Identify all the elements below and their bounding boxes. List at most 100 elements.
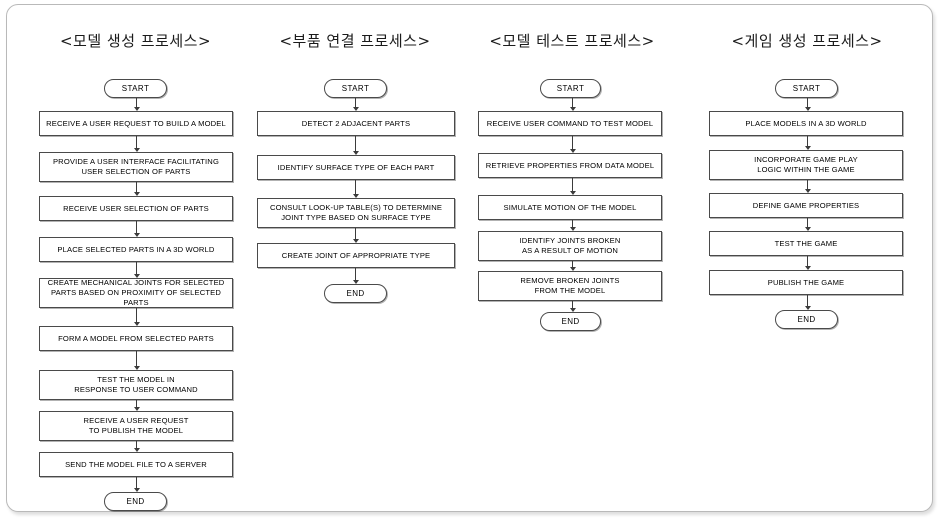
flow-column-model-creation-process: <모델 생성 프로세스> START RECEIVE A USER REQUEST …	[20, 5, 251, 511]
arrowhead-icon	[804, 227, 811, 231]
node-label: FORM A MODEL FROM SELECTED PARTS	[58, 333, 214, 343]
node-label: IDENTIFY SURFACE TYPE OF EACH PART	[277, 162, 435, 172]
arrowhead-icon	[133, 488, 140, 492]
process-step: RECEIVE A USER REQUEST TO BUILD A MODEL	[39, 111, 233, 136]
process-step: PUBLISH THE GAME	[709, 270, 903, 295]
flow-connector	[136, 98, 137, 108]
arrowhead-icon	[569, 227, 576, 231]
flowchart-columns: <모델 생성 프로세스> START RECEIVE A USER REQUEST …	[7, 5, 932, 511]
arrowhead-icon	[804, 266, 811, 270]
flow-connector	[355, 136, 356, 152]
process-step: PLACE MODELS IN A 3D WORLD	[709, 111, 903, 136]
arrowhead-icon	[569, 308, 576, 312]
flow-connector	[807, 98, 808, 108]
flow-connector	[136, 477, 137, 489]
arrowhead-icon	[569, 149, 576, 153]
flow-connector	[572, 136, 573, 150]
node-label: CREATE JOINT OF APPROPRIATE TYPE	[281, 250, 431, 260]
arrowhead-icon	[352, 239, 359, 243]
process-step: RECEIVE USER SELECTION OF PARTS	[39, 196, 233, 221]
process-step: IDENTIFY SURFACE TYPE OF EACH PART	[257, 155, 455, 180]
start-terminator: START	[540, 79, 601, 98]
node-label: TEST THE GAME	[774, 238, 838, 248]
node-label: SIMULATE MOTION OF THE MODEL	[503, 202, 637, 212]
start-terminator: START	[324, 79, 387, 98]
arrowhead-icon	[804, 189, 811, 193]
node-label: START	[121, 84, 150, 93]
node-label: START	[556, 84, 585, 93]
flow-connector	[136, 400, 137, 408]
process-step: PLACE SELECTED PARTS IN A 3D WORLD	[39, 237, 233, 262]
end-terminator: END	[324, 284, 387, 303]
flow-connector	[807, 180, 808, 190]
arrowhead-icon	[133, 322, 140, 326]
arrowhead-icon	[133, 192, 140, 196]
process-step: FORM A MODEL FROM SELECTED PARTS	[39, 326, 233, 351]
arrowhead-icon	[133, 107, 140, 111]
flow-connector	[136, 351, 137, 367]
flow-connector	[136, 308, 137, 323]
arrowhead-icon	[352, 194, 359, 198]
node-label: DEFINE GAME PROPERTIES	[752, 200, 860, 210]
arrowhead-icon	[133, 407, 140, 411]
end-terminator: END	[540, 312, 601, 331]
arrowhead-icon	[804, 146, 811, 150]
arrowhead-icon	[133, 448, 140, 452]
flow-connector	[807, 218, 808, 228]
start-terminator: START	[104, 79, 167, 98]
arrowhead-icon	[133, 233, 140, 237]
arrowhead-icon	[804, 107, 811, 111]
process-step: DEFINE GAME PROPERTIES	[709, 193, 903, 218]
arrowhead-icon	[569, 267, 576, 271]
node-label: SEND THE MODEL FILE TO A SERVER	[65, 459, 207, 469]
flow-connector	[136, 182, 137, 193]
node-label: RECEIVE USER COMMAND TO TEST MODEL	[486, 118, 654, 128]
flow-connector	[572, 98, 573, 108]
flow-connector	[136, 136, 137, 149]
flow-connector	[572, 261, 573, 268]
process-step: RECEIVE USER COMMAND TO TEST MODEL	[478, 111, 662, 136]
flow-connector	[355, 98, 356, 108]
arrowhead-icon	[352, 151, 359, 155]
arrowhead-icon	[804, 306, 811, 310]
arrowhead-icon	[352, 280, 359, 284]
node-label: RETRIEVE PROPERTIES FROM DATA MODEL	[485, 160, 655, 170]
flow-connector	[355, 180, 356, 195]
column-title: <부품 연결 프로세스>	[279, 32, 431, 50]
flow-connector	[807, 295, 808, 307]
arrowhead-icon	[569, 191, 576, 195]
flow-connector	[136, 262, 137, 275]
diagram-frame: <모델 생성 프로세스> START RECEIVE A USER REQUEST …	[6, 4, 933, 512]
node-label: START	[792, 84, 821, 93]
node-label: PLACE MODELS IN A 3D WORLD	[745, 118, 867, 128]
node-label: RECEIVE A USER REQUEST TO BUILD A MODEL	[46, 118, 226, 128]
start-terminator: START	[775, 79, 838, 98]
end-terminator: END	[104, 492, 167, 511]
arrowhead-icon	[133, 148, 140, 152]
process-step: RETRIEVE PROPERTIES FROM DATA MODEL	[478, 153, 662, 178]
flow-connector	[572, 301, 573, 309]
end-terminator: END	[775, 310, 838, 329]
arrowhead-icon	[133, 366, 140, 370]
flow-connector	[572, 178, 573, 192]
arrowhead-icon	[133, 274, 140, 278]
column-title: <모델 생성 프로세스>	[59, 32, 212, 50]
arrowhead-icon	[569, 107, 576, 111]
node-label: RECEIVE USER SELECTION OF PARTS	[63, 203, 209, 213]
flow-connector	[572, 220, 573, 228]
node-label: END	[561, 317, 580, 326]
